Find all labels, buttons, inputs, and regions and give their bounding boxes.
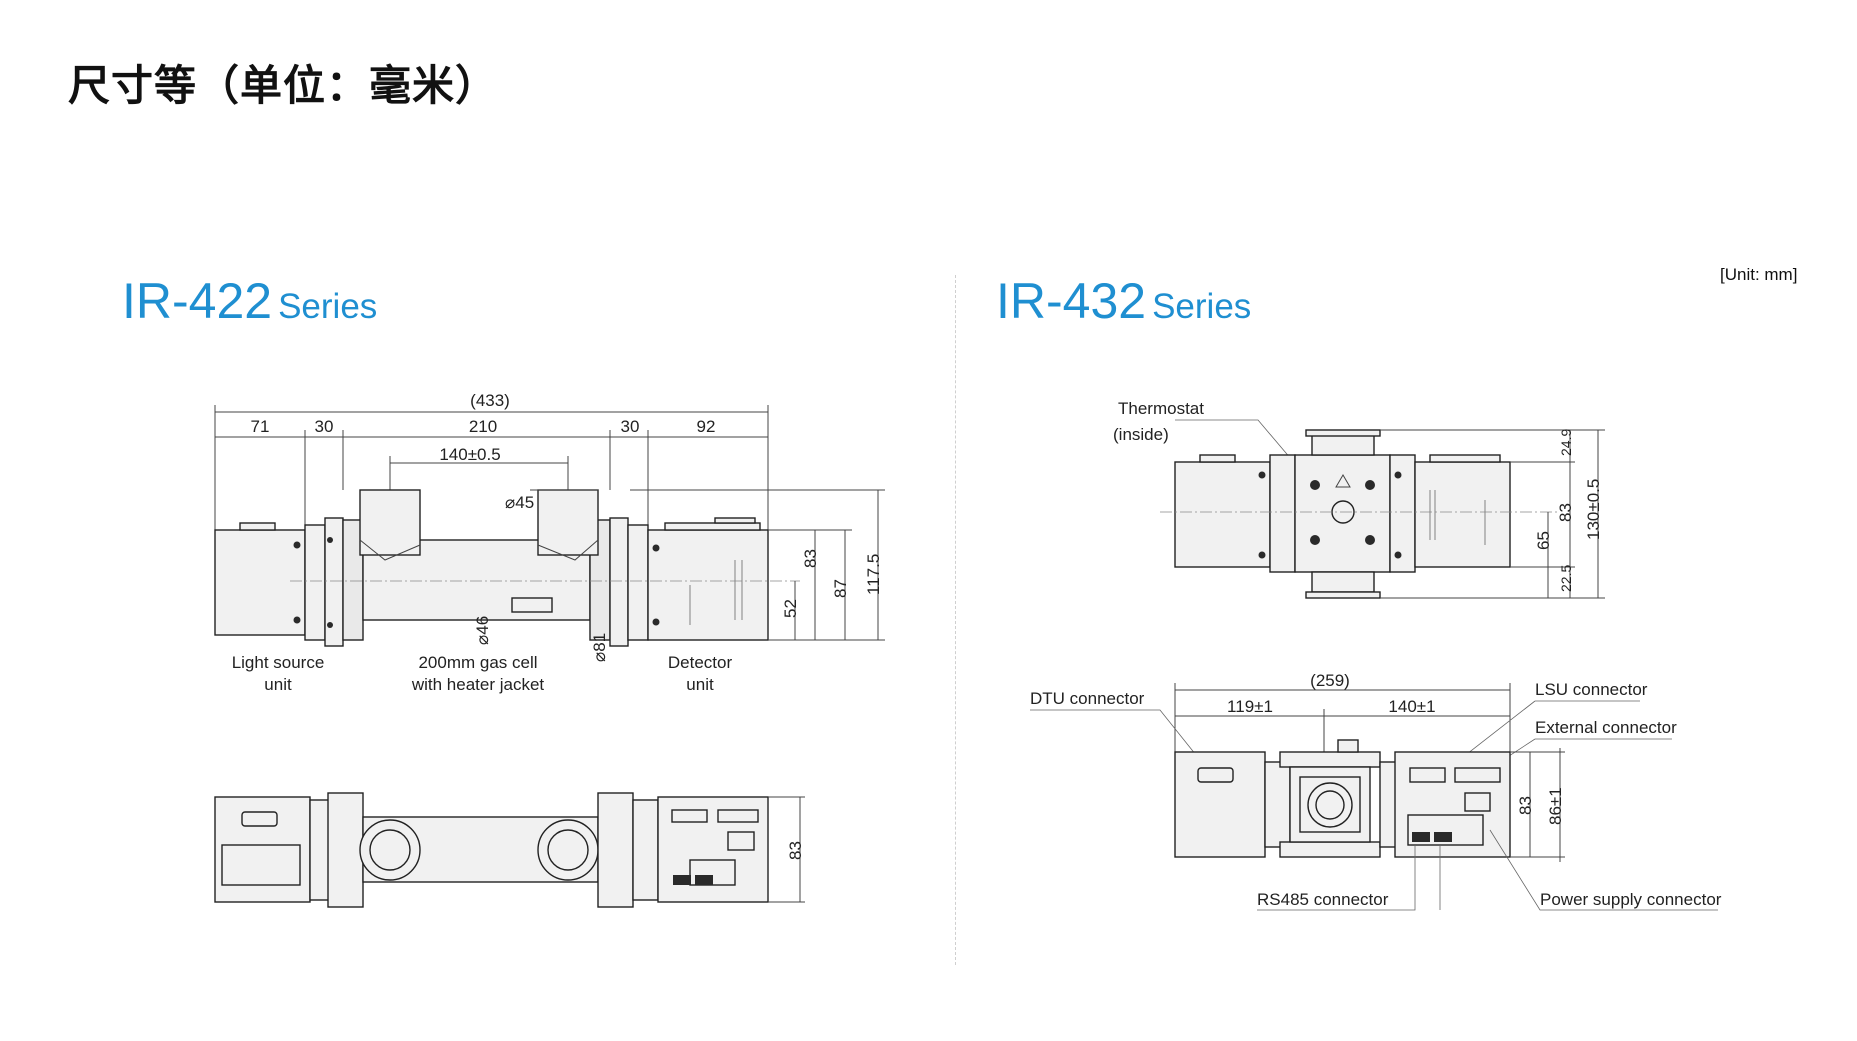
- ir432-model: IR-432: [996, 273, 1147, 329]
- ir422-dim-83: 83: [801, 549, 820, 568]
- ir422-label-light-2: unit: [264, 675, 292, 694]
- ir422-label-light-1: Light source: [232, 653, 325, 672]
- ir422-label-detector-1: Detector: [668, 653, 733, 672]
- ir422-dim-30b: 30: [621, 417, 640, 436]
- ir432-label-thermo-2: (inside): [1113, 425, 1169, 444]
- ir432-dim-119: 119±1: [1227, 697, 1273, 716]
- ir432-dim-22-5: 22.5: [1558, 565, 1574, 592]
- ir422-dim-210: 210: [469, 417, 497, 436]
- ir432-dim-83: 83: [1556, 503, 1575, 522]
- ir422-label-cell-1: 200mm gas cell: [418, 653, 537, 672]
- page-title: 尺寸等（单位：毫米）: [68, 61, 499, 110]
- ir432-label-lsu: LSU connector: [1535, 680, 1648, 699]
- ir422-dim-140: 140±0.5: [439, 445, 500, 464]
- ir432-label-thermo-1: Thermostat: [1118, 399, 1204, 418]
- ir422-dim-117: 117.5: [864, 554, 883, 595]
- panel-divider: [955, 275, 956, 965]
- unit-note: [Unit: mm]: [1720, 265, 1798, 284]
- ir422-label-cell-2: with heater jacket: [411, 675, 545, 694]
- ir432-label-power: Power supply connector: [1540, 890, 1722, 909]
- ir432-dim-140: 140±1: [1388, 697, 1435, 716]
- ir422-phi81: ⌀81: [590, 633, 609, 662]
- ir432-dim-83b: 83: [1516, 796, 1535, 815]
- ir432-suffix: Series: [1152, 287, 1252, 326]
- ir432-dim-86: 86±1: [1546, 787, 1565, 825]
- ir432-dim-65: 65: [1534, 531, 1553, 550]
- ir422-dim-92: 92: [697, 417, 716, 436]
- ir422-dim-71: 71: [251, 417, 270, 436]
- ir422-dim-52: 52: [781, 599, 800, 618]
- ir432-label-ext: External connector: [1535, 718, 1677, 737]
- ir422-top-view: 83: [214, 792, 805, 908]
- ir432-label-rs485: RS485 connector: [1257, 890, 1389, 909]
- ir432-side-view: Thermostat (inside): [1113, 399, 1605, 599]
- ir432-label-dtu: DTU connector: [1030, 689, 1145, 708]
- ir422-side-view: (433) 71 30 210 30 92 140±0.5: [214, 391, 885, 694]
- ir422-suffix: Series: [278, 287, 378, 326]
- ir422-dim-87: 87: [831, 579, 850, 598]
- ir432-dim-24-9: 24.9: [1558, 429, 1574, 456]
- ir422-model: IR-422: [122, 273, 273, 329]
- ir422-dim-30a: 30: [315, 417, 334, 436]
- ir422-phi46: ⌀46: [473, 616, 492, 645]
- ir432-top-view: (259) 119±1 140±1 DTU connector LSU conn…: [1030, 671, 1722, 911]
- ir422-phi45: ⌀45: [505, 493, 534, 512]
- ir422-dim-83b: 83: [786, 841, 805, 860]
- ir432-overall-dim: (259): [1310, 671, 1350, 690]
- ir422-label-detector-2: unit: [686, 675, 714, 694]
- ir422-overall-dim: (433): [470, 391, 510, 410]
- ir432-dim-130: 130±0.5: [1584, 479, 1603, 540]
